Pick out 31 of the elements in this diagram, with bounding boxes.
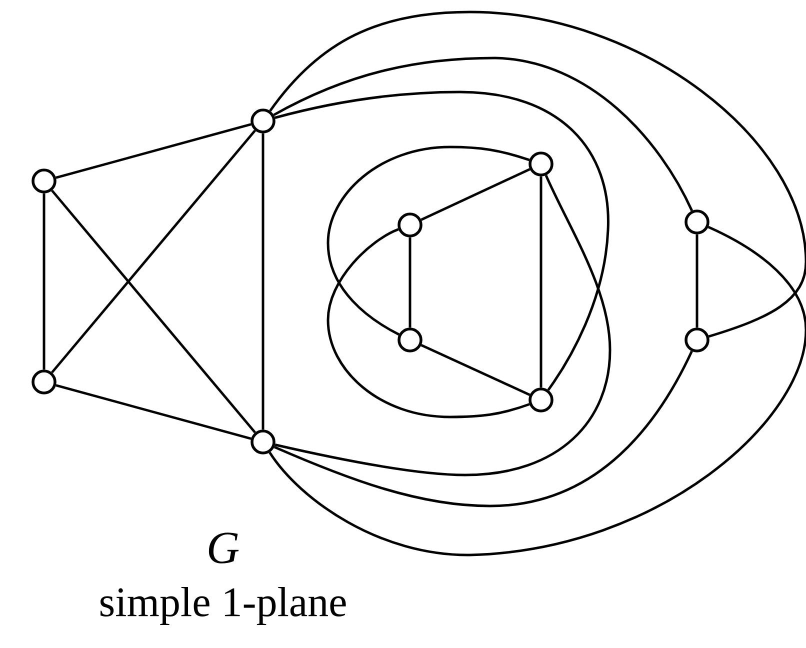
caption-text: simple 1-plane xyxy=(100,586,346,626)
edge-line xyxy=(420,168,530,221)
edge-line xyxy=(540,176,542,388)
vertex-circle xyxy=(250,430,276,454)
edge-line xyxy=(326,146,530,336)
vertex-circle xyxy=(684,210,710,234)
edge-line xyxy=(56,384,252,440)
edge-line xyxy=(326,228,530,418)
edge-line xyxy=(273,56,694,212)
edge-line xyxy=(696,234,698,328)
edge-line xyxy=(51,130,256,374)
vertex-circle xyxy=(250,108,276,134)
edge-line xyxy=(262,133,264,430)
graph-name: G xyxy=(208,532,239,564)
edge-line xyxy=(274,350,693,508)
edge-line xyxy=(274,90,610,391)
vertex-circle xyxy=(528,388,554,412)
vertex-circle xyxy=(528,152,554,176)
vertex-circle xyxy=(684,328,710,352)
edge-line xyxy=(268,226,806,556)
edge-line xyxy=(51,190,256,434)
vertex-circle xyxy=(32,168,56,194)
vertex-circle xyxy=(32,370,56,394)
edge-line xyxy=(274,174,612,476)
edge-line xyxy=(42,193,46,370)
edge-line xyxy=(420,344,530,396)
edge-line xyxy=(269,10,806,338)
vertex-circle xyxy=(398,328,422,352)
vertex-circle xyxy=(398,212,422,238)
edge-line xyxy=(408,237,412,328)
edge-line xyxy=(56,123,252,179)
